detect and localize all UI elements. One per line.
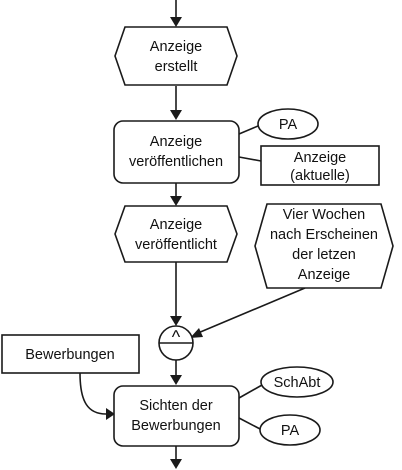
function-anzeige-veroeffentlichen-line-1: Anzeige [150,134,202,150]
org-unit-pa-top[interactable]: PA [257,108,319,140]
event-vier-wochen-line-2: nach Erscheinen [270,227,378,243]
info-object-anzeige-aktuelle[interactable]: Anzeige (aktuelle) [260,145,380,186]
event-vier-wochen-line-3: der letzen [292,247,356,263]
connector-operator: ^ [172,327,181,347]
org-unit-pa-top-label: PA [279,117,298,133]
function-sichten-bewerbungen-line-1: Sichten der [139,398,213,414]
arrowhead-bewerbungen [106,408,115,420]
info-object-anzeige-aktuelle-line-2: (aktuelle) [290,168,350,184]
arrowhead-outgoing [170,459,182,469]
arrowhead-to-veroeffentlicht [170,196,182,206]
arrowhead-vier-wochen [190,328,203,338]
event-anzeige-veroeffentlicht-line-1: Anzeige [150,217,202,233]
org-unit-schabt-label: SchAbt [274,375,321,391]
function-anzeige-veroeffentlichen[interactable]: Anzeige veröffentlichen [113,120,240,184]
info-object-bewerbungen-label: Bewerbungen [25,347,115,363]
arrowhead-to-connector [170,316,182,326]
org-unit-pa-bottom-label: PA [281,423,300,439]
event-vier-wochen-line-1: Vier Wochen [283,207,365,223]
event-anzeige-veroeffentlicht[interactable]: Anzeige veröffentlicht [114,205,238,263]
arrowhead-to-veroeffentlichen [170,110,182,120]
function-anzeige-veroeffentlichen-line-2: veröffentlichen [129,154,223,170]
assoc-line-anzeige-aktuelle [238,156,262,162]
org-unit-schabt[interactable]: SchAbt [260,366,334,398]
info-object-anzeige-aktuelle-line-1: Anzeige [294,150,346,166]
assoc-line-schabt [238,384,263,399]
org-unit-pa-bottom[interactable]: PA [259,414,321,446]
arrowhead-incoming [170,17,182,27]
assoc-line-pa-bottom [238,417,263,431]
function-sichten-bewerbungen[interactable]: Sichten der Bewerbungen [113,385,240,447]
info-object-bewerbungen[interactable]: Bewerbungen [1,334,140,374]
event-vier-wochen[interactable]: Vier Wochen nach Erscheinen der letzen A… [254,203,394,289]
arrowhead-to-sichten [170,375,182,385]
event-anzeige-erstellt-line-2: erstellt [155,59,198,75]
function-sichten-bewerbungen-line-2: Bewerbungen [131,418,221,434]
event-vier-wochen-line-4: Anzeige [298,267,350,283]
flow-line-bewerbungen-to-sichten [79,372,107,415]
and-connector[interactable]: ^ [158,325,194,361]
flow-line-vier-wochen-to-connector [197,287,306,334]
event-anzeige-erstellt-line-1: Anzeige [150,39,202,55]
event-anzeige-veroeffentlicht-line-2: veröffentlicht [135,237,217,253]
event-anzeige-erstellt[interactable]: Anzeige erstellt [114,26,238,86]
flow-connections [79,0,306,469]
assoc-line-pa-top [238,125,259,135]
